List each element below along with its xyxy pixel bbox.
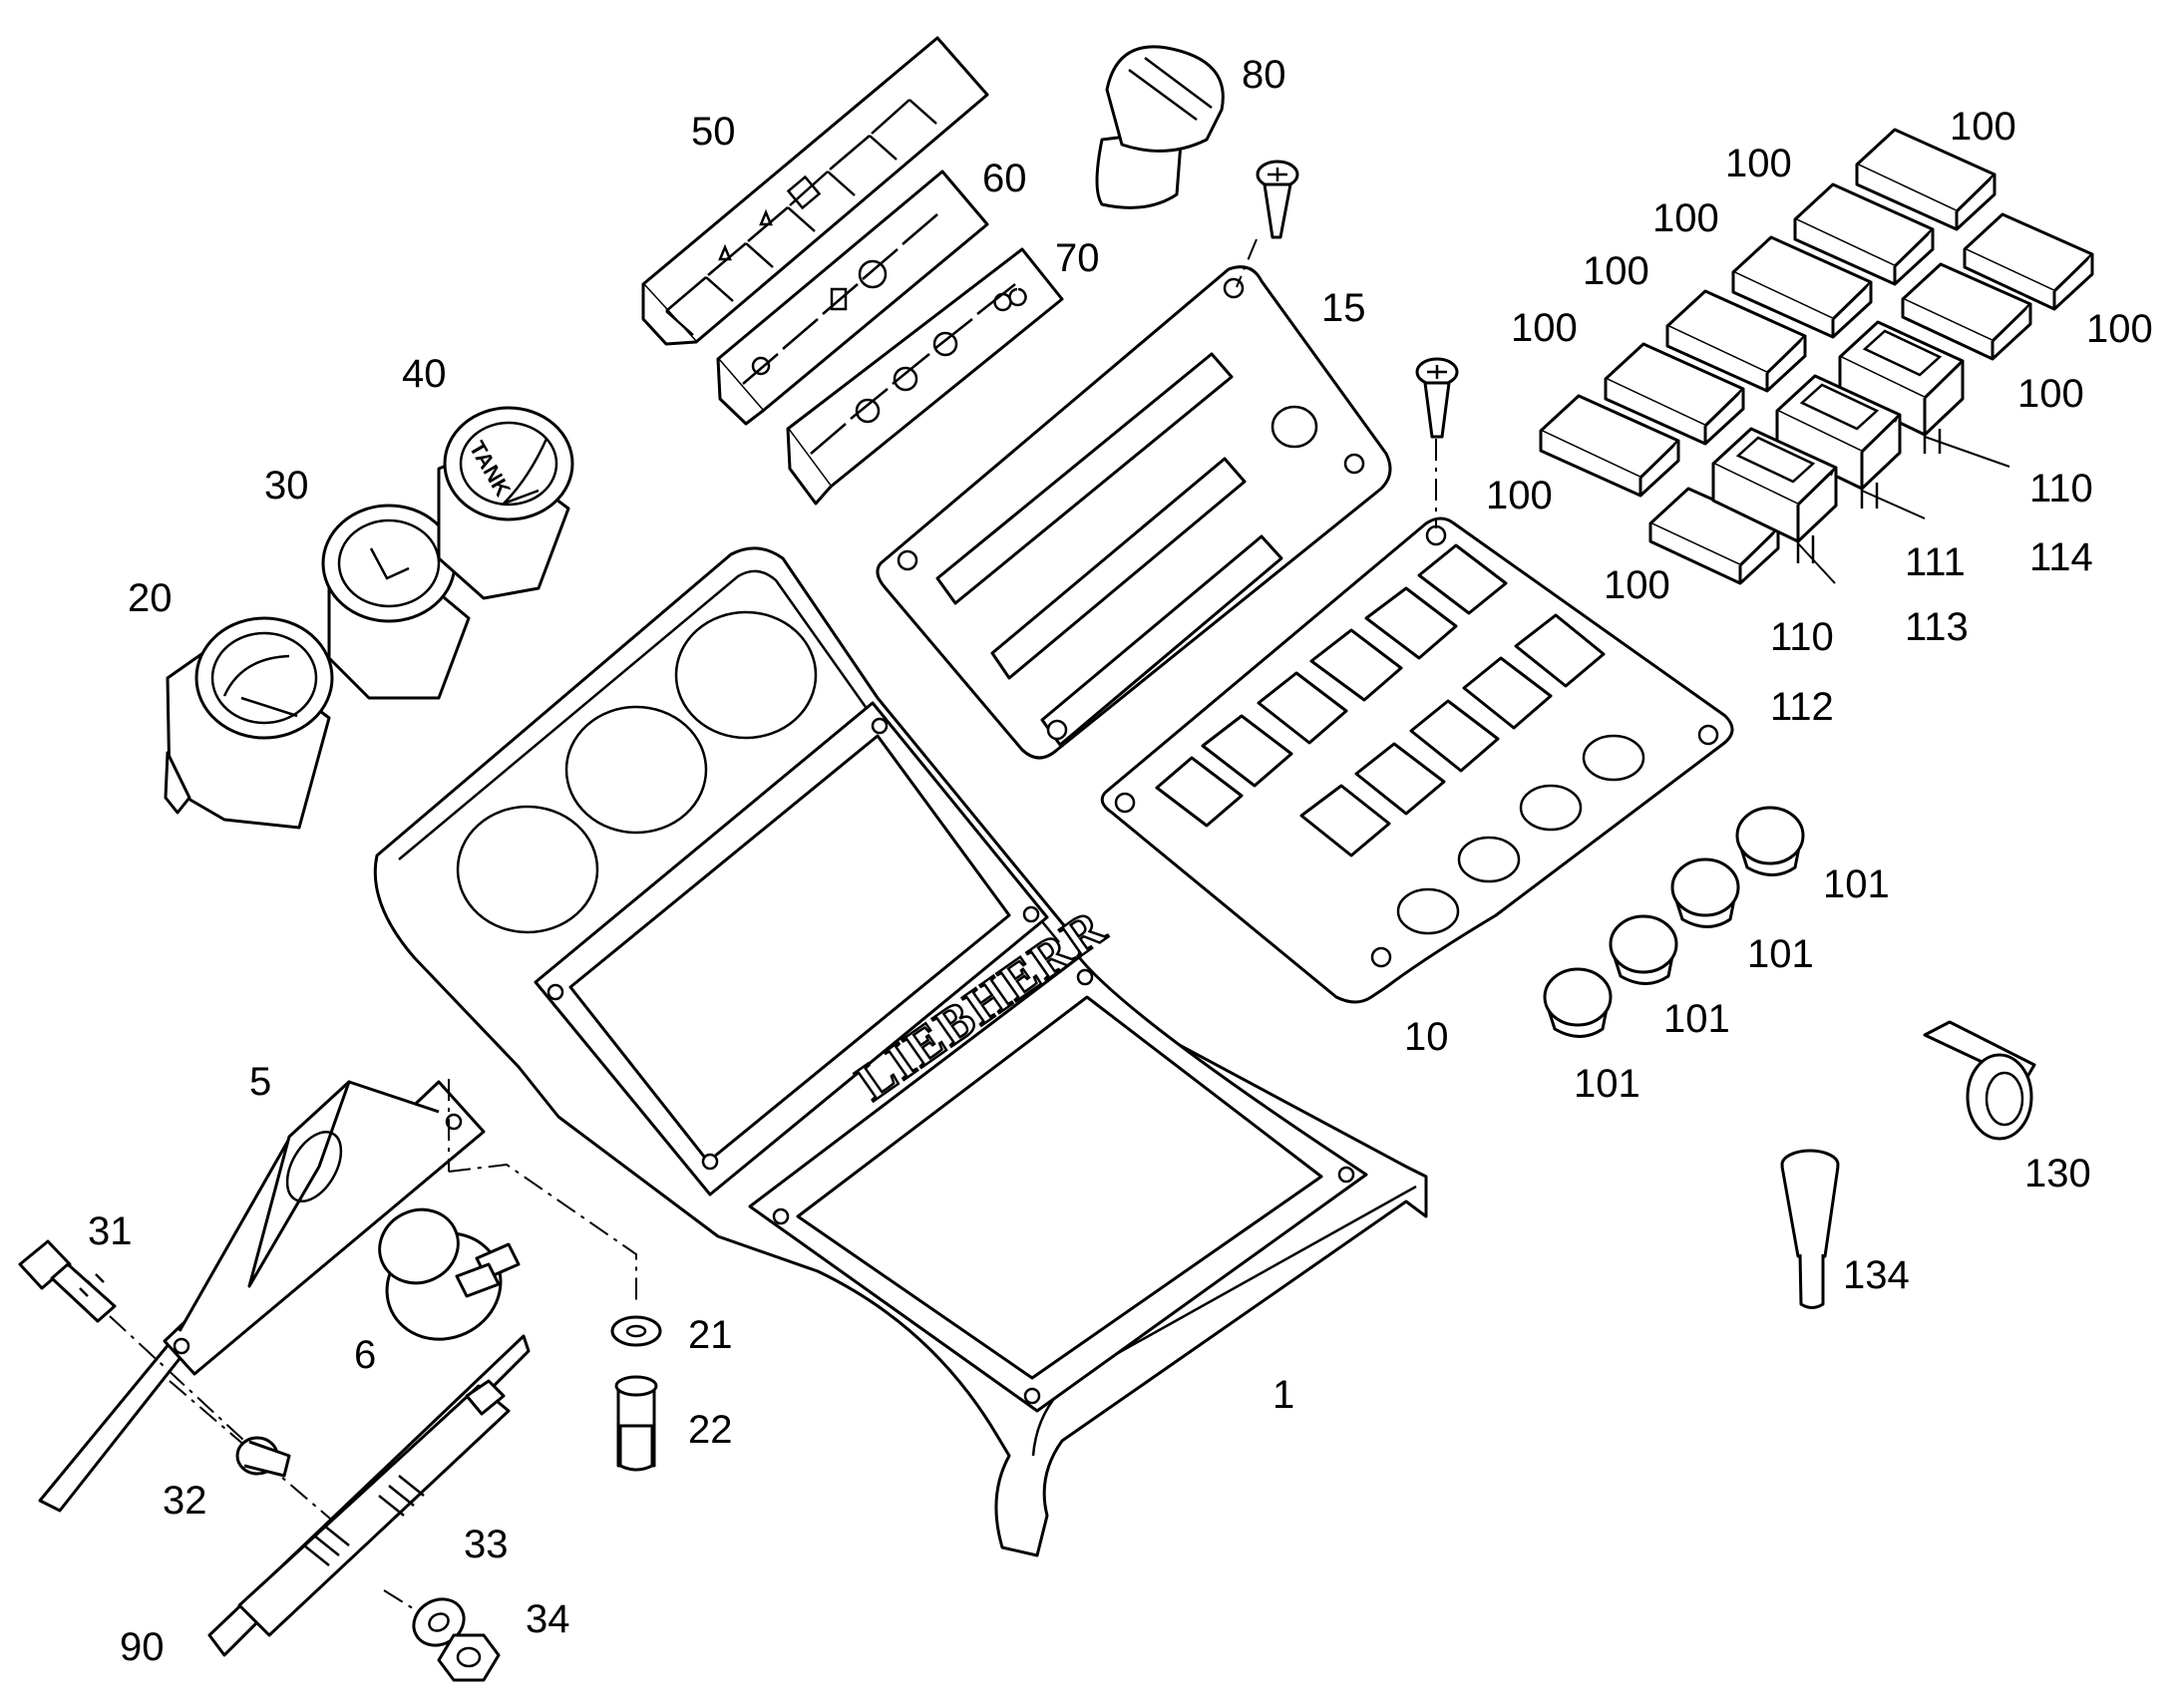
callout-100-d: 100: [1583, 249, 1649, 293]
callout-5: 5: [249, 1060, 271, 1104]
callout-40: 40: [402, 352, 447, 396]
callout-80: 80: [1242, 53, 1286, 97]
spacer-32: [235, 1436, 291, 1478]
switch-strip-70: [786, 247, 1064, 506]
cable-tie-130: [1923, 1020, 2036, 1141]
callout-101-c: 101: [1663, 997, 1730, 1041]
bracket-5: [38, 1080, 486, 1513]
switch-panel-90: [207, 1334, 531, 1657]
rocker-switches-110-111: [1711, 320, 1965, 563]
callout-101-b: 101: [1747, 932, 1814, 976]
callout-110-b: 110: [1770, 615, 1834, 659]
callout-60: 60: [982, 157, 1027, 200]
callout-22: 22: [688, 1408, 733, 1452]
gauge-40-tank: TANK: [437, 406, 574, 600]
callout-10: 10: [1404, 1015, 1449, 1059]
callout-labels: 1 5 6 10 15 20 21 22 30 31 32 33 34 40 5…: [88, 53, 2153, 1669]
callout-70: 70: [1055, 236, 1100, 280]
bolt-22: [614, 1375, 658, 1472]
callout-110-a: 110: [2029, 467, 2093, 511]
callout-15: 15: [1321, 286, 1366, 330]
callout-100-f: 100: [2086, 307, 2153, 351]
upper-switch-plate: [876, 265, 1392, 760]
callout-101-d: 101: [1574, 1062, 1640, 1106]
lever-knob-134: [1780, 1149, 1840, 1309]
callout-33: 33: [464, 1523, 509, 1566]
switch-strip-60: [716, 170, 989, 426]
callout-20: 20: [128, 576, 173, 620]
main-console-frame: LIEBHERR: [373, 546, 1428, 1557]
callout-130: 130: [2024, 1152, 2091, 1196]
washer-21: [610, 1315, 662, 1347]
callout-34: 34: [526, 1597, 570, 1641]
callout-100-h: 100: [1486, 474, 1553, 517]
callout-134: 134: [1843, 1253, 1910, 1297]
switch-caps-100: [1539, 128, 2094, 585]
rotary-switch-6: [378, 1207, 521, 1341]
screw-lower: [1415, 357, 1459, 439]
callout-100-g: 100: [2017, 372, 2084, 416]
callout-32: 32: [163, 1479, 207, 1523]
callout-100-a: 100: [1950, 105, 2016, 149]
callout-1: 1: [1272, 1373, 1294, 1417]
callout-113: 113: [1905, 605, 1969, 649]
callout-31: 31: [88, 1209, 133, 1253]
callout-100-e: 100: [1511, 306, 1578, 350]
callout-21: 21: [688, 1313, 733, 1357]
callout-114: 114: [2029, 535, 2093, 579]
callout-111: 111: [1905, 540, 1966, 584]
screw-upper: [1256, 160, 1299, 239]
callout-100-i: 100: [1604, 563, 1670, 607]
lower-switch-plate: [1100, 516, 1734, 1004]
callout-50: 50: [691, 110, 736, 154]
callout-101-a: 101: [1823, 862, 1890, 906]
switch-strip-50: [641, 36, 989, 346]
blanking-plugs-101: [1543, 806, 1805, 1038]
callout-30: 30: [264, 464, 309, 508]
gauge-30-temperature: [321, 504, 471, 700]
gauge-20-fuel: [164, 616, 334, 830]
callout-100-c: 100: [1652, 196, 1719, 240]
rotary-knob-80: [1095, 45, 1225, 209]
bolt-31: [18, 1239, 117, 1323]
nut-34: [437, 1633, 501, 1682]
callout-112: 112: [1770, 685, 1834, 729]
callout-90: 90: [120, 1625, 165, 1669]
callout-100-b: 100: [1725, 142, 1792, 185]
callout-6: 6: [354, 1333, 376, 1377]
